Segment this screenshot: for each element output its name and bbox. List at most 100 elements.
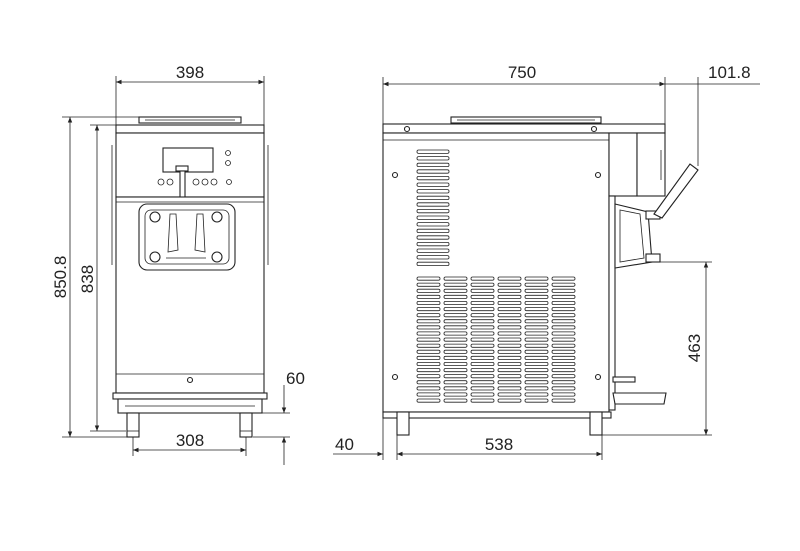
vent-slot [416,202,450,207]
vent-slot [497,349,522,354]
vent-slot [416,228,450,233]
vent-slot [497,398,522,403]
vent-slot [497,392,522,397]
vent-slot [470,325,495,330]
vent-slot [497,307,522,312]
control-buttons [157,150,232,186]
vent-slot [443,307,468,312]
vent-slot [524,313,549,318]
dim-foot-offset: 40 [335,435,354,454]
vent-slot [416,162,450,167]
display-panel [162,147,214,173]
vent-slot [443,343,468,348]
vent-slot [551,343,576,348]
vent-slot [443,319,468,324]
vent-slot [551,319,576,324]
vent-slot [470,313,495,318]
vent-slot [470,282,495,287]
vent-slot [416,331,441,336]
vent-slot [524,276,549,281]
vent-slot [551,361,576,366]
vent-slot [470,380,495,385]
vent-slot [416,189,450,194]
vent-slot [551,325,576,330]
vent-slot [497,276,522,281]
vent-slot [416,255,450,260]
vent-slot [443,282,468,287]
vent-slot [497,337,522,342]
vent-slot [470,349,495,354]
vent-slot [551,313,576,318]
vent-slot [470,307,495,312]
vent-slot [443,294,468,299]
upper-vent-grill [416,149,450,267]
vent-slot [416,300,441,305]
vent-slot [470,276,495,281]
drip-tray [612,376,667,405]
vent-slot [497,282,522,287]
vent-slot [497,386,522,391]
vent-slot [443,355,468,360]
vent-slot [443,368,468,373]
vent-slot [551,276,576,281]
vent-slot [470,386,495,391]
dim-spout-height: 463 [685,334,704,362]
vent-slot [497,319,522,324]
vent-slot [497,300,522,305]
side-spout [614,203,661,269]
vent-slot [470,343,495,348]
vent-slot [416,156,450,161]
vent-slot [551,386,576,391]
vent-slot [551,294,576,299]
front-indicator-dot [186,376,194,384]
vent-slot [551,368,576,373]
dim-front-body-height: 838 [78,265,97,293]
vent-slot [551,355,576,360]
vent-slot [416,374,441,379]
vent-slot [416,386,441,391]
vent-slot [551,331,576,336]
vent-slot [524,386,549,391]
dim-front-total-height: 850.8 [51,256,70,299]
vent-slot [443,349,468,354]
vent-slot [551,307,576,312]
vent-slot [416,343,441,348]
vent-slot [416,313,441,318]
vent-slot [470,337,495,342]
vent-slot [416,349,441,354]
side-handle [653,163,699,219]
vent-slot [524,294,549,299]
side-dimensions: 750 101.8 463 40 538 [333,63,760,460]
lower-vent-grill [416,276,576,403]
vent-slot [497,361,522,366]
vent-slot [470,288,495,293]
vent-slot [551,282,576,287]
vent-slot [470,368,495,373]
vent-slot [470,319,495,324]
vent-slot [524,343,549,348]
vent-slot [416,195,450,200]
vent-slot [416,282,441,287]
vent-slot [443,361,468,366]
vent-slot [524,337,549,342]
vent-slot [524,368,549,373]
vent-slot [470,361,495,366]
vent-slot [443,386,468,391]
front-view [111,116,269,438]
vent-slot [443,313,468,318]
vent-slot [416,319,441,324]
vent-slot [524,331,549,336]
vent-slot [551,380,576,385]
vent-slot [416,361,441,366]
vent-slot [497,343,522,348]
vent-slot [524,282,549,287]
side-view [382,116,699,436]
vent-slot [497,313,522,318]
vent-slot [416,307,441,312]
vent-slot [416,276,441,281]
vent-slot [416,392,441,397]
vent-slot [416,261,450,267]
front-dimensions: 398 850.8 838 60 308 [51,63,305,465]
